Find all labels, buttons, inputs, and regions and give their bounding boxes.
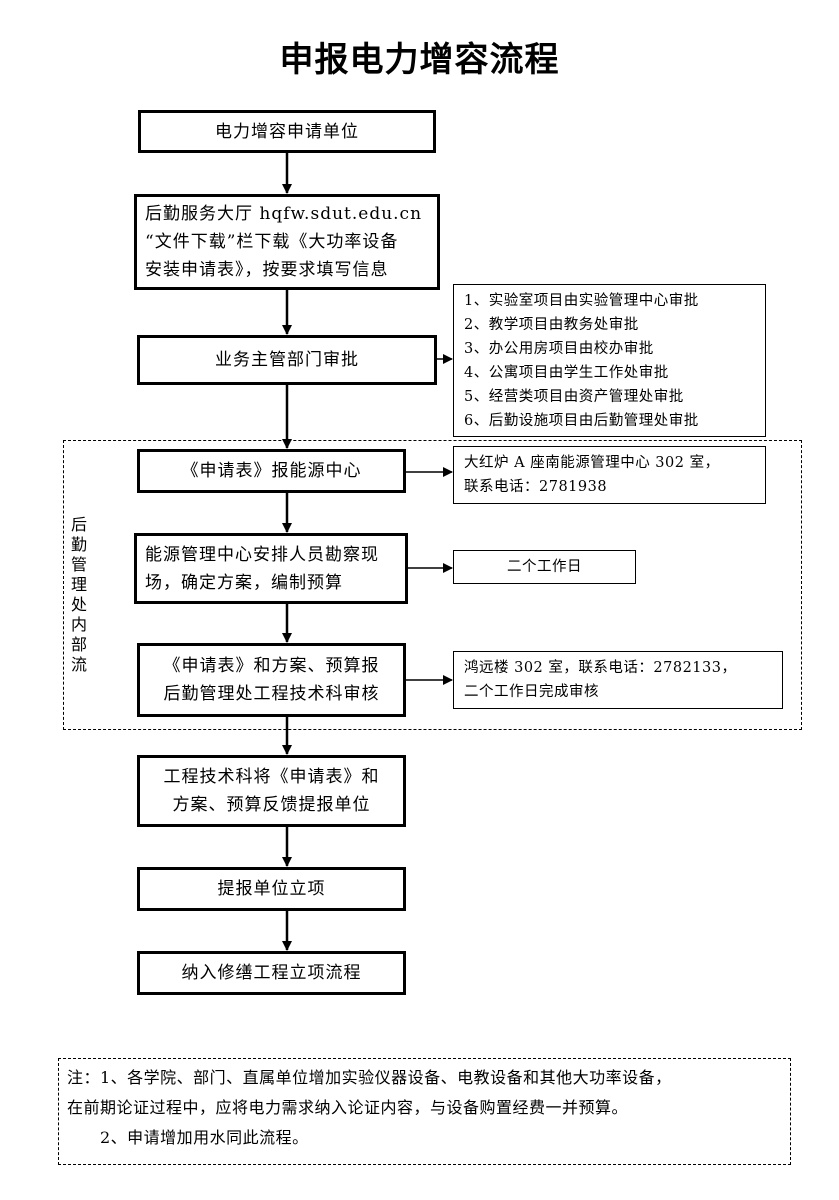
step-feedback: 工程技术科将《申请表》和 方案、预算反馈提报单位 [137, 755, 406, 827]
step-project-setup: 提报单位立项 [137, 867, 406, 911]
region-label-char: 后 [70, 515, 87, 534]
footnote: 注：1、各学院、部门、直属单位增加实验仪器设备、电教设备和其他大功率设备， 在前… [58, 1058, 791, 1165]
side-line: 4、公寓项目由学生工作处审批 [464, 365, 669, 381]
step-download-form: 后勤服务大厅 hqfw.sdut.edu.cn “文件下载”栏下载《大功率设备 … [134, 194, 440, 290]
step-line: “文件下载”栏下载《大功率设备 [145, 232, 399, 252]
side-line: 3、办公用房项目由校办审批 [464, 341, 654, 357]
region-label-char: 理 [70, 575, 87, 594]
region-label-char: 流 [70, 655, 87, 674]
side-line: 二个工作日 [507, 559, 582, 575]
step-line: 《申请表》和方案、预算报 [163, 656, 380, 676]
side-note-approval-rules: 1、实验室项目由实验管理中心审批 2、教学项目由教务处审批 3、办公用房项目由校… [453, 284, 766, 437]
step-line: 场，确定方案，编制预算 [145, 572, 343, 593]
step-line: 《申请表》报能源中心 [181, 461, 362, 481]
step-repair-process: 纳入修缮工程立项流程 [137, 951, 406, 995]
step-tech-review: 《申请表》和方案、预算报 后勤管理处工程技术科审核 [137, 643, 406, 717]
logistics-internal-region [63, 440, 802, 730]
footnote-line: 注：1、各学院、部门、直属单位增加实验仪器设备、电教设备和其他大功率设备， [67, 1068, 672, 1087]
step-line: 安装申请表》，按要求填写信息 [145, 260, 389, 280]
side-line: 鸿远楼 302 室，联系电话：2782133， [464, 660, 737, 676]
step-line: 工程技术科将《申请表》和 [163, 767, 380, 787]
side-line: 1、实验室项目由实验管理中心审批 [464, 293, 699, 309]
step-site-survey: 能源管理中心安排人员勘察现 场，确定方案，编制预算 [134, 533, 408, 604]
region-label-char: 勤 [70, 535, 87, 554]
footnote-line: 2、申请增加用水同此流程。 [67, 1128, 309, 1147]
side-note-tech-contact: 鸿远楼 302 室，联系电话：2782133， 二个工作日完成审核 [453, 651, 783, 709]
step-line: 方案、预算反馈提报单位 [172, 795, 371, 815]
step-dept-approval: 业务主管部门审批 [137, 335, 437, 385]
region-label-char: 管 [70, 555, 87, 574]
side-line: 大红炉 A 座南能源管理中心 302 室， [464, 455, 720, 471]
side-line: 2、教学项目由教务处审批 [464, 317, 639, 333]
side-line: 联系电话：2781938 [464, 479, 608, 495]
step-submit-energy-center: 《申请表》报能源中心 [137, 449, 406, 493]
step-apply-unit: 电力增容申请单位 [138, 110, 436, 153]
side-line: 6、后勤设施项目由后勤管理处审批 [464, 413, 699, 429]
page-title: 申报电力增容流程 [279, 40, 560, 80]
region-label-char: 部 [70, 635, 87, 654]
region-label: 后 勤 管 理 处 内 部 流 [69, 515, 89, 675]
region-label-char: 处 [70, 595, 87, 614]
step-line: 纳入修缮工程立项流程 [181, 963, 362, 983]
region-label-char: 内 [70, 615, 87, 634]
step-line: 电力增容申请单位 [215, 121, 359, 142]
footnote-line: 在前期论证过程中，应将电力需求纳入论证内容，与设备购置经费一并预算。 [67, 1098, 629, 1117]
side-note-two-days: 二个工作日 [453, 550, 636, 584]
side-note-energy-center-contact: 大红炉 A 座南能源管理中心 302 室， 联系电话：2781938 [453, 446, 766, 504]
step-line: 提报单位立项 [217, 879, 326, 899]
side-line: 二个工作日完成审核 [464, 684, 599, 700]
step-line: 后勤管理处工程技术科审核 [163, 684, 380, 704]
side-line: 5、经营类项目由资产管理处审批 [464, 389, 684, 405]
step-line: 后勤服务大厅 hqfw.sdut.edu.cn [145, 204, 423, 224]
step-line: 能源管理中心安排人员勘察现 [145, 544, 379, 565]
step-line: 业务主管部门审批 [215, 350, 359, 370]
